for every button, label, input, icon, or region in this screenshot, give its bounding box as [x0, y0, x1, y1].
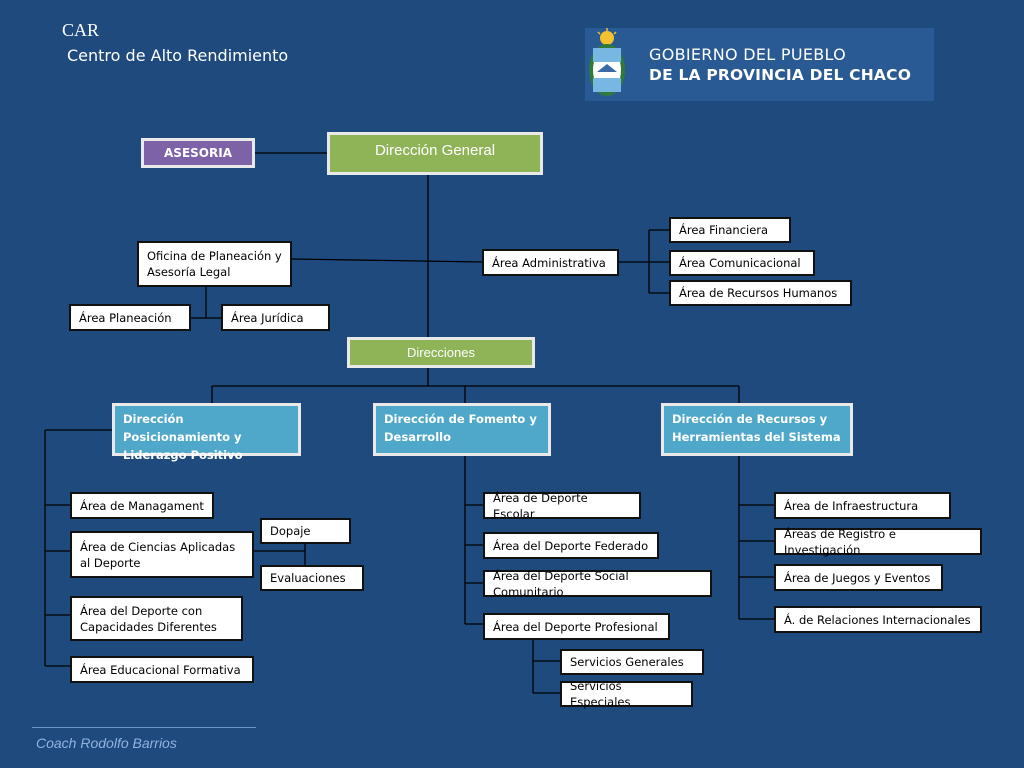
footer-author: Coach Rodolfo Barrios [36, 735, 177, 751]
footer-divider [32, 727, 256, 728]
area-ciencias-box: Área de Ciencias Aplicadas al Deporte [70, 531, 254, 578]
area-deporte-federado-box: Área del Deporte Federado [483, 532, 659, 559]
area-infraestructura-box: Área de Infraestructura [774, 492, 951, 519]
asesoria-box: ASESORIA [141, 138, 255, 168]
evaluaciones-box: Evaluaciones [260, 565, 364, 591]
logo-line-2: DE LA PROVINCIA DEL CHACO [649, 66, 912, 84]
area-planeacion-box: Área Planeación [69, 304, 191, 331]
area-managament-box: Área de Managament [70, 492, 214, 519]
area-registro-box: Áreas de Registro e Investigación [774, 527, 982, 557]
area-educacional-box: Área Educacional Formativa [70, 656, 254, 683]
area-financiera-box: Área Financiera [669, 217, 791, 243]
direcciones-box: Direcciones [347, 337, 535, 368]
coat-of-arms-icon [589, 28, 625, 96]
area-deporte-escolar-box: Área de Deporte Escolar [483, 491, 641, 521]
servicios-generales-box: Servicios Generales [560, 649, 704, 675]
servicios-especiales-box: Servicios Especiales [560, 679, 693, 709]
page-title: CAR [62, 20, 100, 40]
oficina-planeacion-box: Oficina de Planeación y Asesoría Legal [137, 241, 292, 287]
direccion-posicionamiento-box: Dirección Posicionamiento y Liderazgo Po… [112, 403, 301, 462]
direccion-fomento-box: Dirección de Fomento y Desarrollo [373, 403, 551, 456]
area-recursos-humanos-box: Área de Recursos Humanos [669, 280, 852, 306]
page-subtitle: Centro de Alto Rendimiento [67, 46, 289, 65]
direccion-general-box: Dirección General [327, 132, 543, 175]
area-capacidades-box: Área del Deporte con Capacidades Diferen… [70, 596, 243, 641]
dopaje-box: Dopaje [260, 518, 351, 544]
government-logo: GOBIERNO DEL PUEBLO DE LA PROVINCIA DEL … [585, 28, 934, 101]
area-relaciones-box: Á. de Relaciones Internacionales [774, 606, 982, 633]
area-juegos-box: Área de Juegos y Eventos [774, 564, 943, 591]
area-comunicacional-box: Área Comunicacional [669, 250, 815, 276]
area-juridica-box: Área Jurídica [221, 304, 330, 331]
area-deporte-profesional-box: Área del Deporte Profesional [483, 613, 670, 640]
area-deporte-social-box: Área del Deporte Social Comunitario [483, 569, 712, 599]
logo-line-1: GOBIERNO DEL PUEBLO [649, 45, 847, 64]
direccion-recursos-box: Dirección de Recursos y Herramientas del… [661, 403, 853, 456]
area-administrativa-box: Área Administrativa [482, 249, 619, 276]
